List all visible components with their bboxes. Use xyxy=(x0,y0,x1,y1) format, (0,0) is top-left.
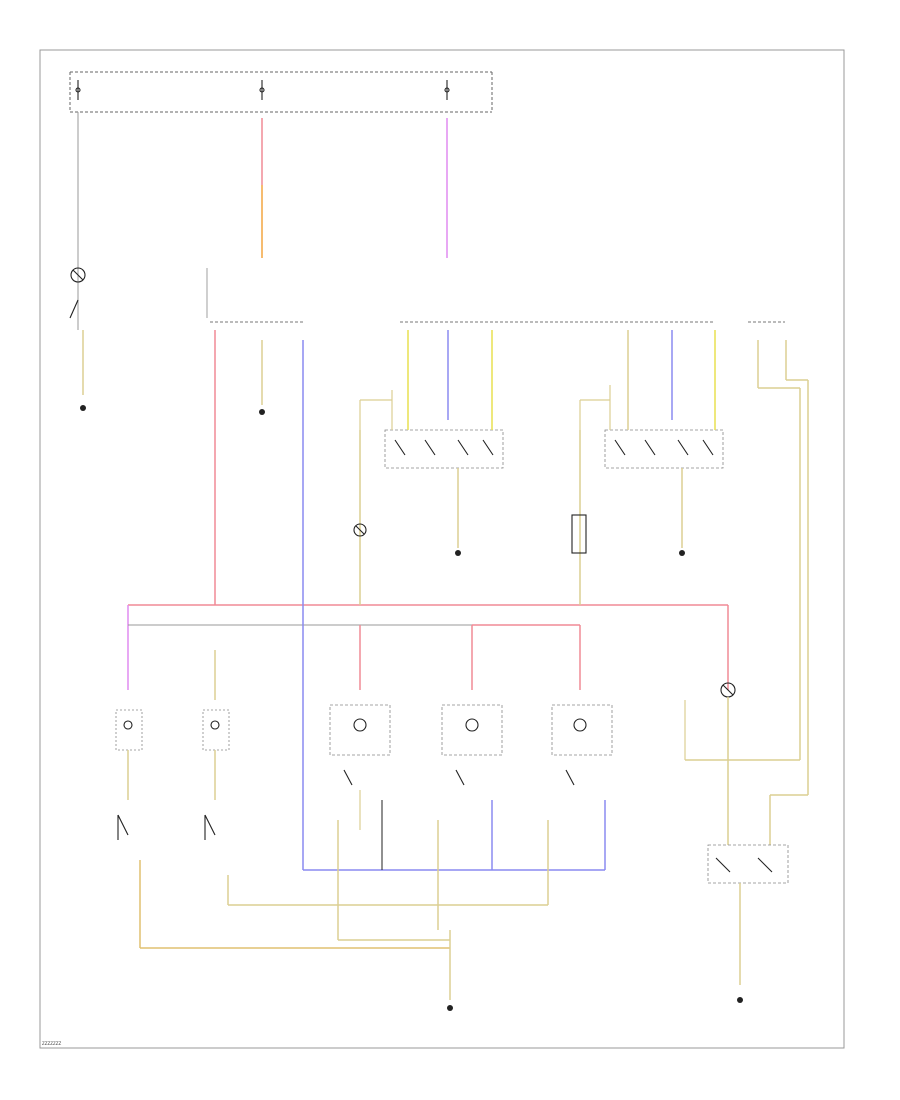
passenger-door-switch-block xyxy=(579,330,724,469)
center-ground xyxy=(259,340,265,415)
wire-left-column xyxy=(77,112,84,395)
wire-red-main xyxy=(127,330,729,690)
wire-return-tan xyxy=(139,820,549,1000)
right-door-lamp xyxy=(571,430,587,605)
connector-dashes xyxy=(206,268,785,323)
rear-center-lamp xyxy=(441,704,503,786)
wire-bus-lower xyxy=(128,624,581,700)
rear-right-lamp xyxy=(551,704,613,786)
fuse-block-right xyxy=(444,80,450,100)
luggage-switch-block xyxy=(707,844,789,985)
fuse-block-center xyxy=(259,80,265,100)
rear-left-lamp xyxy=(329,704,391,830)
luggage-lamp xyxy=(684,682,800,845)
footer-code: ZZZZZZZ xyxy=(42,1041,61,1046)
diagram-frame xyxy=(39,49,845,1049)
door-ground-right xyxy=(679,468,685,556)
trunk-ground xyxy=(737,997,743,1003)
fuse-block-left xyxy=(75,80,81,100)
wire-right-tan xyxy=(757,340,809,845)
left-reading-lamp xyxy=(115,709,143,840)
power-bus xyxy=(69,71,493,113)
left-compartment-lamp xyxy=(69,267,86,319)
driver-door-switch-block xyxy=(359,330,504,469)
right-reading-lamp xyxy=(202,709,230,840)
wire-blue xyxy=(302,330,673,871)
left-ground xyxy=(80,405,86,411)
rear-ground xyxy=(447,1005,453,1011)
left-door-lamp xyxy=(353,430,367,605)
door-ground-left xyxy=(455,468,461,556)
